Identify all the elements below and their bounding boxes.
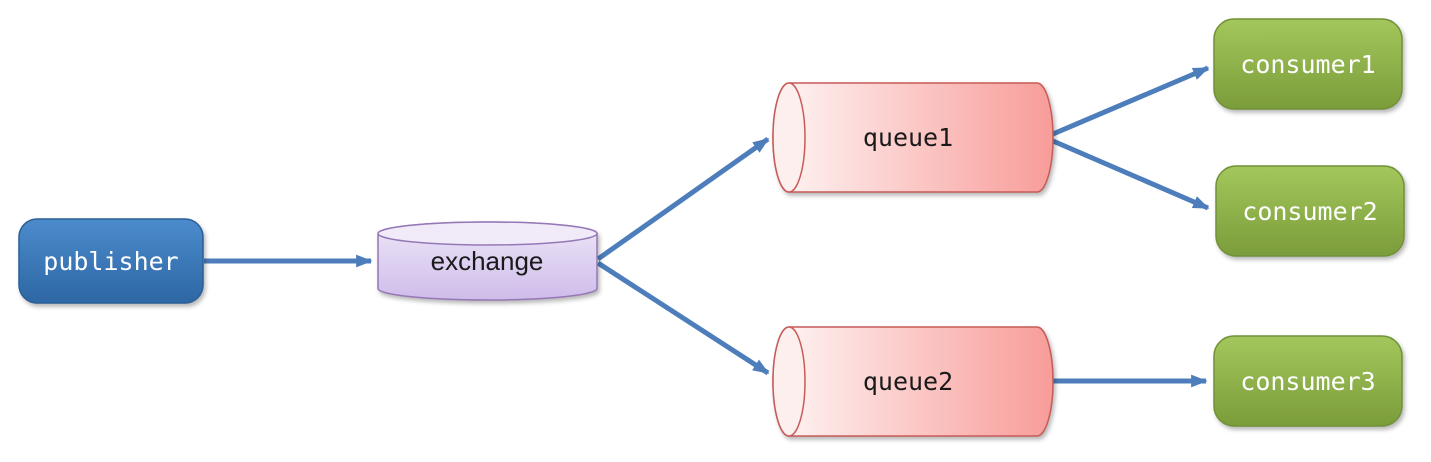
consumer2-node: consumer2	[1215, 165, 1405, 257]
queue1-node: queue1	[772, 82, 1054, 193]
queue2-cylinder-cap	[772, 326, 806, 437]
edge-exchange-queue1	[596, 136, 770, 262]
queue2-label: queue2	[863, 367, 953, 396]
exchange-cylinder-top	[377, 221, 598, 246]
consumer1-box	[1213, 18, 1403, 110]
queue1-cylinder-cap	[772, 82, 806, 193]
consumer1-label: consumer1	[1240, 50, 1375, 79]
consumer3-box	[1213, 335, 1403, 427]
consumer3-node: consumer3	[1213, 335, 1403, 427]
exchange-label: exchange	[431, 246, 544, 276]
edge-queue1-consumer2	[1052, 138, 1210, 211]
consumer2-box	[1215, 165, 1405, 257]
queue2-node: queue2	[772, 326, 1054, 437]
edge-exchange-queue2	[596, 260, 770, 376]
queue1-label: queue1	[863, 123, 953, 152]
publisher-box	[18, 218, 204, 304]
edges-layer	[204, 65, 1210, 388]
publisher-node: publisher	[18, 218, 204, 304]
consumer2-label: consumer2	[1242, 197, 1377, 226]
exchange-node: exchange	[377, 221, 598, 301]
consumer1-node: consumer1	[1213, 18, 1403, 110]
consumer3-label: consumer3	[1240, 367, 1375, 396]
edge-queue1-consumer1	[1052, 65, 1210, 137]
publisher-label: publisher	[43, 247, 178, 276]
